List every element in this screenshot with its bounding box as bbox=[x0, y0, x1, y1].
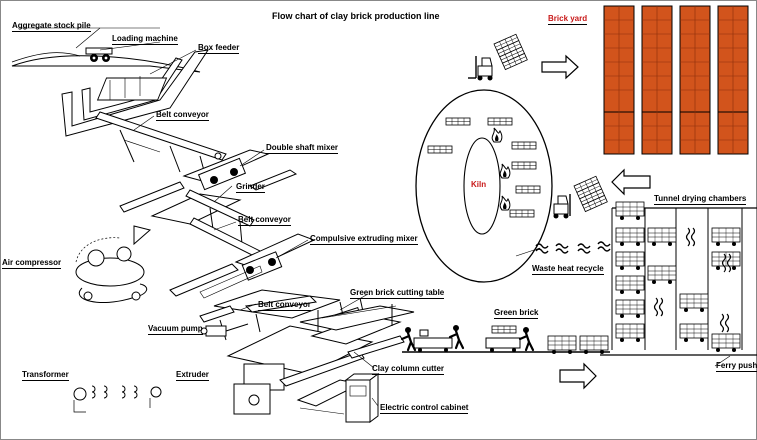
label-ferry-pusher: Ferry pusher bbox=[716, 361, 757, 372]
label-clay-column-cutter: Clay column cutter bbox=[372, 364, 445, 375]
label-loading-machine: Loading machine bbox=[112, 34, 178, 45]
forklift-icon bbox=[468, 56, 493, 81]
label-box-feeder: Box feeder bbox=[198, 43, 240, 54]
label-waste-heat-recycle: Waste heat recycle bbox=[532, 264, 604, 275]
double-shaft-mixer bbox=[119, 149, 298, 213]
label-green-brick: Green brick bbox=[494, 308, 539, 319]
electric-control-cabinet bbox=[344, 373, 380, 423]
label-compulsive-extruding-mixer: Compulsive extruding mixer bbox=[310, 234, 418, 245]
aggregate-stock-pile bbox=[11, 27, 201, 73]
belt-conveyor-1 bbox=[95, 111, 227, 179]
brick-yard-stacks bbox=[603, 5, 749, 155]
arrow-right-icon bbox=[541, 54, 579, 80]
waste-heat-recycle bbox=[535, 241, 611, 254]
green-brick-transfer-line bbox=[400, 323, 610, 353]
belt-conveyor-2 bbox=[133, 217, 267, 261]
label-tunnel-drying-chambers: Tunnel drying chambers bbox=[654, 194, 747, 205]
label-kiln: Kiln bbox=[471, 180, 487, 189]
tunnel-drying-chambers bbox=[611, 201, 757, 353]
box-feeder bbox=[61, 49, 210, 137]
label-air-compressor: Air compressor bbox=[2, 258, 62, 269]
label-leader-lines bbox=[75, 27, 731, 407]
loading-machine bbox=[85, 47, 113, 62]
kiln bbox=[415, 89, 553, 283]
label-aggregate-stock-pile: Aggregate stock pile bbox=[12, 21, 91, 32]
arrow-left-icon bbox=[611, 168, 651, 196]
ferry-carts bbox=[547, 335, 757, 356]
label-green-brick-cutting-table: Green brick cutting table bbox=[350, 288, 445, 299]
brick-stack-icon bbox=[493, 33, 528, 70]
label-vacuum-pump: Vacuum pump bbox=[148, 324, 203, 335]
vacuum-pump bbox=[200, 323, 249, 337]
air-compressor bbox=[75, 237, 148, 304]
diagram-title: Flow chart of clay brick production line bbox=[272, 11, 440, 21]
compulsive-extruding-mixer bbox=[169, 233, 316, 299]
forklift-icon bbox=[553, 194, 571, 219]
label-belt-conveyor-1: Belt conveyor bbox=[156, 110, 209, 121]
arrow-right-icon bbox=[559, 362, 597, 390]
belt-conveyor-3 bbox=[199, 289, 341, 341]
label-belt-conveyor-2: Belt conveyor bbox=[238, 215, 291, 226]
green-brick-cutting-table bbox=[299, 304, 415, 332]
label-transformer: Transformer bbox=[22, 370, 69, 381]
label-grinder: Grinder bbox=[236, 182, 265, 193]
label-belt-conveyor-3: Belt conveyor bbox=[258, 300, 311, 311]
label-electric-control-cabinet: Electric control cabinet bbox=[380, 403, 469, 414]
grinder bbox=[150, 189, 255, 245]
label-extruder: Extruder bbox=[176, 370, 209, 381]
transformer bbox=[73, 385, 162, 413]
label-double-shaft-mixer: Double shaft mixer bbox=[266, 143, 339, 154]
label-brick-yard: Brick yard bbox=[548, 14, 588, 25]
brick-stack-icon bbox=[573, 175, 608, 212]
